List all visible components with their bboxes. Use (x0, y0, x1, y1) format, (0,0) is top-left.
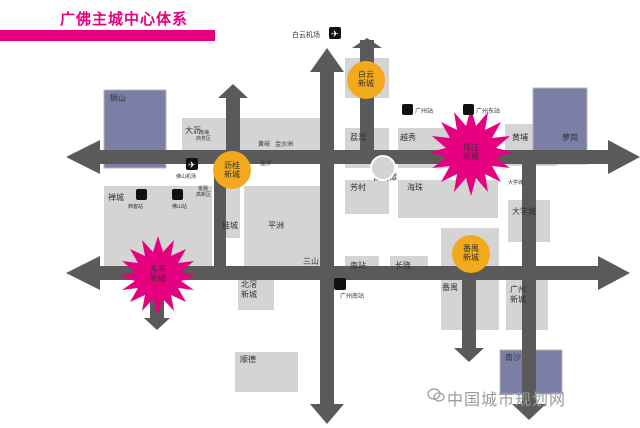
label-luogang: 萝岗 (562, 132, 578, 142)
foshan-airport: ✈ 佛山机场 (176, 158, 198, 180)
page-title: 广佛主城中心体系 (60, 10, 189, 28)
label-haizhu: 海珠 (407, 182, 423, 192)
panyu-line2: 新城 (463, 252, 479, 262)
core-centers: 珠江新城 东平新城 (120, 108, 512, 315)
panyu-line1: 番禺 (463, 243, 479, 253)
label-guangzhou-new: 广州新城 (510, 284, 526, 304)
dongping-line1: 东平 (150, 264, 166, 274)
label-changlong: 长隆 (395, 260, 411, 270)
label-nansha: 南沙 (505, 352, 521, 362)
wechat-icon (427, 388, 445, 402)
gz-new-line2: 新城 (510, 294, 526, 304)
title-bar: 广佛主城中心体系 (0, 0, 640, 44)
center-zhujiang-new (430, 108, 512, 196)
label-chancheng: 禅城 (108, 192, 124, 202)
center-lijiao-new (213, 151, 251, 189)
center-lijiao-label: 沥桂新城 (224, 160, 240, 179)
jinan-line2: 高新区 (196, 191, 211, 198)
label-foshan-station: 佛山站 (172, 203, 187, 210)
label-foshan-airport: 佛山机场 (176, 173, 196, 180)
title-stripe (0, 30, 215, 41)
label-guicheng: 桂城 (222, 220, 238, 230)
train-icon (463, 104, 474, 115)
zhujiang-line2: 新城 (463, 151, 479, 161)
airplane-icon (186, 158, 198, 170)
baiyun-line2: 新城 (358, 78, 374, 88)
label-jinan: 金融高新区 (196, 185, 211, 198)
multiline-labels: 南海商务区 金融高新区 北滘新城 广州新城 (196, 129, 526, 304)
train-icon (136, 189, 147, 200)
center-baiyun-label: 白云新城 (358, 69, 374, 88)
label-liwan: 荔湾 (350, 132, 366, 142)
district-beijiao (238, 276, 274, 310)
lijiao-line2: 新城 (224, 169, 240, 179)
label-guangzhou-east: 广州东站 (476, 107, 500, 115)
district-labels: 狮山 大沥 黄岐 金沙洲 盐步 禅城 桂城 平洲 三山 顺德 荔湾 越秀 黄埔 … (108, 93, 578, 364)
label-jinshazhou: 金沙洲 (275, 140, 293, 148)
label-nanhai-business: 南海商务区 (196, 129, 211, 142)
beijiao-line1: 北滘 (241, 280, 257, 289)
airplane-glyph: ✈ (188, 161, 196, 171)
nanhai-line2: 商务区 (196, 135, 211, 142)
district-shunde (235, 352, 298, 392)
label-daxuecheng-small: 大学城 (508, 179, 523, 186)
district-blocks (103, 58, 588, 395)
foshan-west-station: 西客站 (128, 189, 147, 210)
label-dali: 大沥 (185, 125, 201, 135)
label-guangzhou-south: 广州南站 (340, 292, 364, 300)
dongping-line2: 新城 (150, 273, 166, 283)
label-huangpu: 黄埔 (512, 132, 528, 142)
guangzhou-east-station: 广州东站 (463, 104, 500, 115)
lijiao-line1: 沥桂 (224, 160, 240, 170)
label-yuexiu: 越秀 (400, 132, 416, 142)
gz-new-line1: 广州 (510, 284, 526, 294)
airplane-icon (329, 27, 341, 39)
label-baiyun-airport: 白云机场 (292, 30, 320, 39)
district-haizhu (398, 180, 498, 218)
transport-stations: ✈ 白云机场 ✈ 佛山机场 广州站 广州东站 西客站 佛山站 广州南站 (128, 27, 500, 300)
jinan-line1: 金融 (198, 185, 208, 192)
beijiao-line2: 新城 (241, 289, 257, 299)
train-icon (172, 189, 183, 200)
zhujiang-line1: 珠江 (463, 142, 479, 152)
center-baiestan (370, 155, 396, 181)
new-town-centers: 白云新城 沥桂新城 番禺新城 (213, 61, 490, 273)
district-pingzhou (244, 186, 324, 268)
train-icon (334, 278, 346, 290)
label-daxuecheng: 大学城 (512, 206, 536, 216)
label-sanshan: 三山 (303, 256, 319, 266)
baiyun-line1: 白云 (358, 69, 374, 79)
label-nanzhan: 南站 (350, 260, 366, 270)
label-pingzhou: 平洲 (268, 221, 284, 230)
airplane-glyph: ✈ (331, 30, 339, 40)
label-shunde: 顺德 (240, 354, 256, 364)
center-zhujiang-label: 珠江新城 (463, 142, 479, 161)
center-baiyun-new (347, 61, 385, 99)
center-dongping-label: 东平新城 (150, 264, 166, 283)
label-guangzhou-station: 广州站 (415, 107, 433, 115)
center-panyu-new (452, 235, 490, 273)
guangzhou-south-station: 广州南站 (334, 278, 364, 300)
label-huangqi: 黄岐 (258, 140, 270, 148)
nanhai-line1: 南海 (199, 129, 209, 136)
label-shishan: 狮山 (110, 93, 126, 103)
train-icon (402, 104, 413, 115)
district-fangcun (345, 180, 389, 214)
watermark: 中国城市规划网 (447, 390, 567, 409)
center-panyu-label: 番禺新城 (463, 243, 479, 262)
center-dongping-new (120, 236, 196, 315)
guangzhou-station: 广州站 (402, 104, 433, 115)
label-foshan-west: 西客站 (128, 203, 143, 210)
foshan-station: 佛山站 (172, 189, 187, 210)
label-beijiao: 北滘新城 (241, 280, 257, 299)
label-panyu: 番禺 (442, 282, 458, 292)
label-fangcun: 芳村 (350, 182, 366, 192)
label-yanbu: 盐步 (260, 159, 272, 167)
baiyun-airport: ✈ 白云机场 (292, 27, 341, 40)
